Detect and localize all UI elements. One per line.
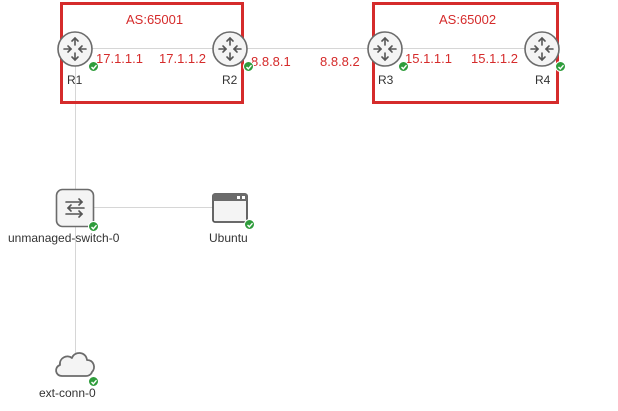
status-ok-icon bbox=[88, 221, 99, 232]
ip-r2-r3-b: 8.8.8.2 bbox=[320, 54, 360, 69]
node-r1[interactable] bbox=[56, 30, 99, 72]
switch-icon bbox=[55, 188, 95, 228]
router-icon bbox=[57, 31, 93, 67]
link-switch-ext[interactable] bbox=[75, 207, 76, 367]
node-r2[interactable] bbox=[211, 30, 254, 72]
node-label-r4[interactable]: R4 bbox=[535, 73, 551, 87]
node-r4[interactable] bbox=[523, 30, 566, 72]
status-ok-icon bbox=[88, 376, 99, 387]
status-ok-icon bbox=[398, 61, 409, 72]
router-icon bbox=[212, 31, 248, 67]
cloud-icon bbox=[55, 352, 95, 377]
node-unmanaged-switch[interactable] bbox=[55, 188, 99, 232]
ip-r1-r2-b: 17.1.1.2 bbox=[159, 51, 206, 66]
node-ubuntu[interactable] bbox=[211, 192, 255, 230]
ip-r2-r3-a: 8.8.8.1 bbox=[251, 54, 291, 69]
link-r1-switch[interactable] bbox=[75, 48, 76, 208]
link-r2-r3[interactable] bbox=[230, 48, 385, 49]
status-ok-icon bbox=[243, 61, 254, 72]
node-label-unmanaged-switch[interactable]: unmanaged-switch-0 bbox=[8, 231, 120, 245]
ip-r3-r4-b: 15.1.1.2 bbox=[471, 51, 518, 66]
ip-r3-r4-a: 15.1.1.1 bbox=[405, 51, 452, 66]
link-r1-r2[interactable] bbox=[75, 48, 230, 49]
ip-r1-r2-a: 17.1.1.1 bbox=[96, 51, 143, 66]
node-label-r1[interactable]: R1 bbox=[67, 73, 83, 87]
status-ok-icon bbox=[88, 61, 99, 72]
link-switch-ubuntu[interactable] bbox=[75, 207, 230, 208]
node-label-ext-conn[interactable]: ext-conn-0 bbox=[39, 386, 96, 400]
server-icon bbox=[212, 193, 248, 223]
status-ok-icon bbox=[555, 61, 566, 72]
router-icon bbox=[367, 31, 403, 67]
as-label-65002: AS:65002 bbox=[439, 12, 497, 27]
node-label-ubuntu[interactable]: Ubuntu bbox=[209, 231, 248, 245]
as-label-65001: AS:65001 bbox=[126, 12, 184, 27]
router-icon bbox=[524, 31, 560, 67]
node-label-r3[interactable]: R3 bbox=[378, 73, 394, 87]
link-r3-r4[interactable] bbox=[385, 48, 542, 49]
status-ok-icon bbox=[244, 219, 255, 230]
node-ext-conn[interactable] bbox=[52, 348, 99, 387]
node-label-r2[interactable]: R2 bbox=[222, 73, 238, 87]
node-r3[interactable] bbox=[366, 30, 409, 72]
